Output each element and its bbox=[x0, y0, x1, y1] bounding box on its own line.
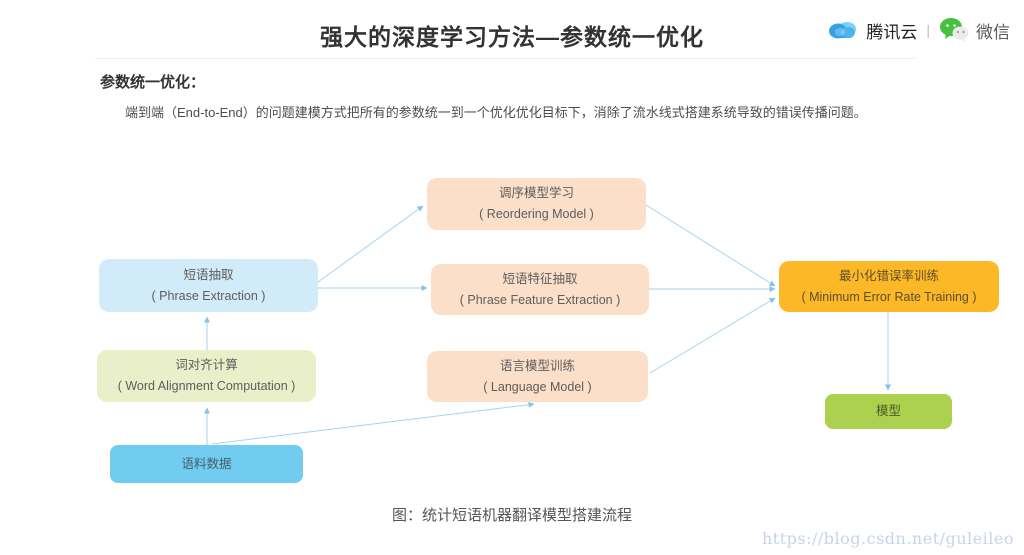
node-phrase-extraction: 短语抽取 ( Phrase Extraction ) bbox=[99, 259, 318, 312]
node-label-en: ( Phrase Feature Extraction ) bbox=[459, 292, 621, 307]
node-model: 模型 bbox=[825, 394, 952, 429]
node-label-zh: 最小化错误率训练 bbox=[838, 268, 939, 283]
node-label-zh: 模型 bbox=[875, 404, 901, 418]
node-label-zh: 短语抽取 bbox=[183, 267, 234, 282]
node-language-model: 语言模型训练 ( Language Model ) bbox=[427, 351, 648, 402]
brand-separator: | bbox=[926, 22, 930, 38]
tencent-cloud-icon bbox=[827, 18, 859, 42]
node-word-alignment: 词对齐计算 ( Word Alignment Computation ) bbox=[97, 350, 316, 402]
watermark-url: https://blog.csdn.net/guleileo bbox=[762, 529, 1014, 548]
node-label-zh: 词对齐计算 bbox=[175, 358, 238, 372]
node-label-zh: 短语特征抽取 bbox=[502, 271, 578, 286]
page-title: 强大的深度学习方法—参数统一优化 bbox=[320, 24, 704, 50]
node-minimum-error-rate-training: 最小化错误率训练 ( Minimum Error Rate Training ) bbox=[779, 261, 999, 312]
brand-bar: 腾讯云 | 微信 bbox=[827, 14, 1010, 46]
node-label-en: ( Minimum Error Rate Training ) bbox=[801, 289, 977, 304]
diagram-caption: 图：统计短语机器翻译模型搭建流程 bbox=[391, 507, 632, 524]
node-corpus-data: 语料数据 bbox=[110, 445, 303, 483]
node-label-en: ( Word Alignment Computation ) bbox=[117, 379, 296, 393]
section-paragraph: 端到端（End-to-End）的问题建模方式把所有的参数统一到一个优化优化目标下… bbox=[125, 105, 867, 120]
wechat-icon bbox=[939, 17, 969, 43]
node-label-en: ( Language Model ) bbox=[483, 379, 592, 394]
title-divider bbox=[95, 58, 915, 59]
node-label-en: ( Reordering Model ) bbox=[479, 207, 594, 221]
section-heading: 参数统一优化： bbox=[100, 74, 206, 91]
node-label-zh: 语言模型训练 bbox=[499, 358, 575, 373]
node-label-zh: 调序模型学习 bbox=[498, 186, 574, 200]
node-reordering-model: 调序模型学习 ( Reordering Model ) bbox=[427, 178, 646, 230]
node-phrase-feature-extraction: 短语特征抽取 ( Phrase Feature Extraction ) bbox=[431, 264, 649, 315]
node-label-en: ( Phrase Extraction ) bbox=[151, 288, 266, 303]
tencent-cloud-label: 腾讯云 bbox=[866, 22, 918, 42]
wechat-label: 微信 bbox=[976, 22, 1010, 42]
node-label-zh: 语料数据 bbox=[181, 456, 232, 471]
